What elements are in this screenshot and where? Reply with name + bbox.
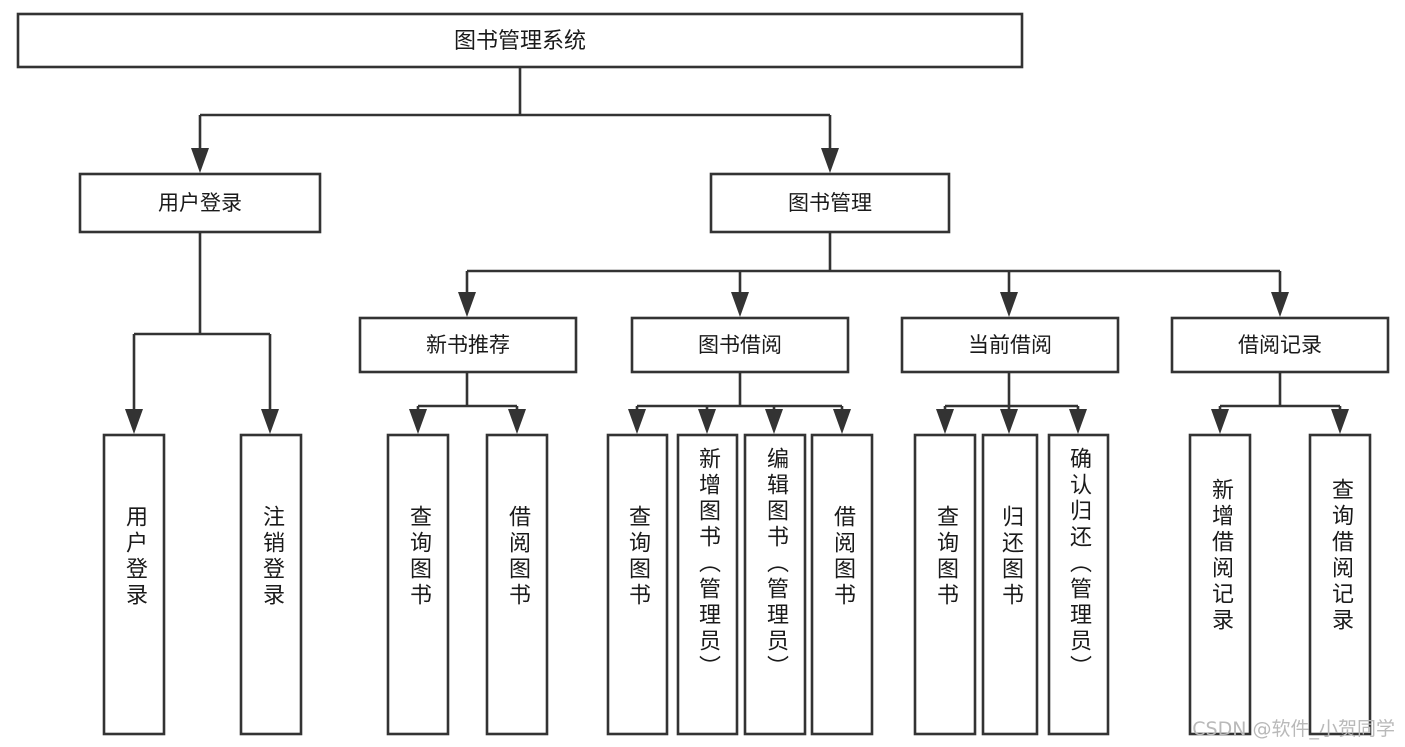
arrow-to-borrow-records xyxy=(1271,292,1289,317)
node-user-login-label: 用户登录 xyxy=(158,191,242,215)
arrow-to-confirm-return-admin xyxy=(1069,409,1087,434)
node-query-books-1-box[interactable] xyxy=(386,433,450,736)
arrow-to-new-book-recommend xyxy=(458,292,476,317)
arrow-to-edit-book-admin xyxy=(765,409,783,434)
node-query-books-3-box[interactable] xyxy=(913,433,977,736)
arrow-to-query-borrow-record xyxy=(1331,409,1349,434)
node-return-books-box[interactable] xyxy=(981,433,1039,736)
arrow-to-query-books-2 xyxy=(628,409,646,434)
arrow-to-book-borrow xyxy=(731,292,749,317)
node-add-book-admin-box[interactable] xyxy=(676,433,739,736)
arrow-to-login xyxy=(125,409,143,434)
node-root-label: 图书管理系统 xyxy=(454,29,586,54)
arrow-to-logout xyxy=(261,409,279,434)
arrow-to-current-borrow xyxy=(1000,292,1018,317)
arrow-to-query-books-1 xyxy=(409,409,427,434)
node-edit-book-admin-box[interactable] xyxy=(743,433,807,736)
node-new-book-recommend-box[interactable] xyxy=(358,316,578,374)
node-book-borrow-box[interactable] xyxy=(630,316,850,374)
arrow-to-add-book-admin xyxy=(698,409,716,434)
node-login-box[interactable] xyxy=(102,433,166,736)
arrow-to-borrow-books-1 xyxy=(508,409,526,434)
node-query-borrow-record-box[interactable] xyxy=(1308,433,1372,736)
node-root-box[interactable] xyxy=(16,12,1024,69)
node-borrow-books-2-box[interactable] xyxy=(810,433,874,736)
node-book-management-box[interactable] xyxy=(709,172,951,234)
arrow-to-user-login xyxy=(191,148,209,173)
node-book-management-label: 图书管理 xyxy=(788,191,872,215)
node-user-login-box[interactable] xyxy=(78,172,322,234)
node-borrow-records-box[interactable] xyxy=(1170,316,1390,374)
node-confirm-return-admin-box[interactable] xyxy=(1047,433,1110,736)
arrow-to-borrow-books-2 xyxy=(833,409,851,434)
arrow-to-return-books xyxy=(1000,409,1018,434)
node-query-books-2-box[interactable] xyxy=(606,433,669,736)
node-current-borrow-label: 当前借阅 xyxy=(968,333,1052,357)
node-current-borrow-box[interactable] xyxy=(900,316,1120,374)
node-add-borrow-record-box[interactable] xyxy=(1188,433,1252,736)
edges-layer xyxy=(125,67,1349,434)
node-borrow-records-label: 借阅记录 xyxy=(1238,333,1322,357)
node-book-borrow-label: 图书借阅 xyxy=(698,333,782,357)
arrow-to-query-books-3 xyxy=(936,409,954,434)
nodes-layer: 图书管理系统 用户登录 图书管理 新书推荐 图书借阅 当前借阅 借阅记录 xyxy=(16,12,1390,736)
node-logout-box[interactable] xyxy=(239,433,303,736)
arrow-to-add-borrow-record xyxy=(1211,409,1229,434)
node-borrow-books-1-box[interactable] xyxy=(485,433,549,736)
arrow-to-book-management xyxy=(821,148,839,173)
node-new-book-recommend-label: 新书推荐 xyxy=(426,333,510,357)
csdn-watermark: CSDN @软件_小贺同学 xyxy=(1192,718,1395,740)
